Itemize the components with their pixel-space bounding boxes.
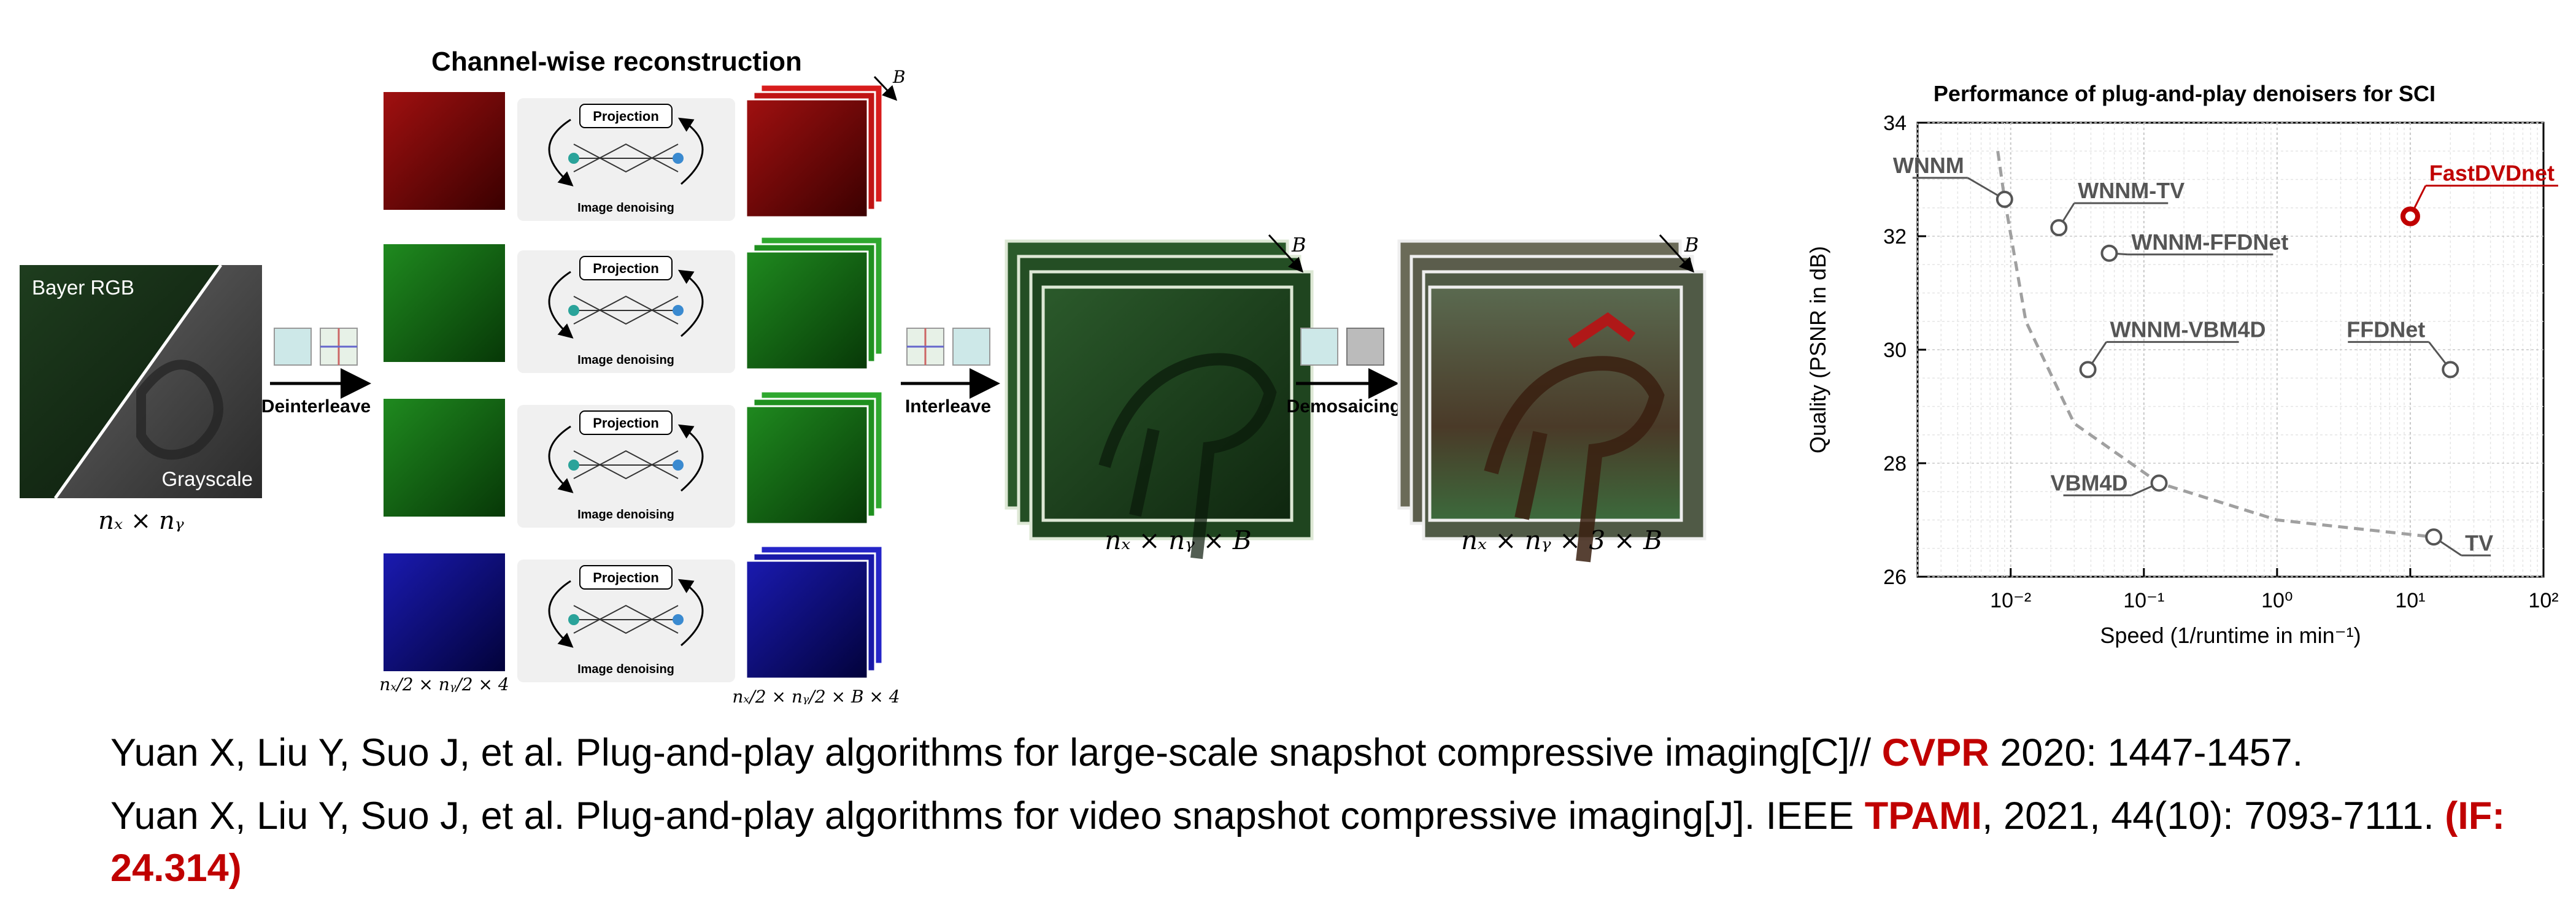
point-label: VBM4D [2050, 470, 2127, 495]
references: Yuan X, Liu Y, Suo J, et al. Plug-and-pl… [110, 727, 2559, 906]
x-tick-label: 10⁻¹ [2123, 589, 2164, 612]
input-measurement: Bayer RGB Grayscale [20, 264, 262, 499]
x-tick-label: 10² [2528, 589, 2558, 612]
x-axis-label: Speed (1/runtime in min⁻¹) [2100, 623, 2361, 648]
point-label: TV [2465, 530, 2493, 555]
point-label: WNNM-FFDNet [2131, 229, 2288, 255]
y-axis-label: Quality (PSNR in dB) [1805, 246, 1830, 453]
y-tick-label: 30 [1883, 339, 1907, 362]
b-label: B [1684, 233, 1699, 256]
venue-cvpr: CVPR [1881, 731, 1989, 774]
data-point [2050, 219, 2068, 237]
projection-label: Projection [593, 109, 659, 124]
y-tick-label: 26 [1883, 566, 1907, 589]
data-point [2079, 361, 2097, 379]
data-point [1996, 190, 2013, 208]
point-label: FastDVDnet [2429, 161, 2555, 186]
projection-label: Projection [593, 415, 659, 431]
demosaicing-icon [1300, 328, 1384, 366]
impact-factor: (IF: 24.314) [110, 795, 2505, 890]
channel-row-blue: Projection Image denoising [384, 545, 884, 682]
denoise-label: Image denoising [577, 663, 674, 676]
y-tick-label: 34 [1883, 112, 1907, 135]
denoise-label: Image denoising [577, 508, 674, 522]
performance-chart: Performance of plug-and-play denoisers f… [1805, 81, 2559, 648]
channel-row-green-2: Projection Image denoising [384, 390, 884, 528]
reference-text: Yuan X, Liu Y, Suo J, et al. Plug-and-pl… [110, 795, 1865, 837]
venue-tpami: TPAMI [1864, 795, 1983, 837]
reference-2: Yuan X, Liu Y, Suo J, et al. Plug-and-pl… [110, 790, 2559, 895]
interleave-icon [906, 328, 990, 366]
grayscale-label: Grayscale [161, 468, 253, 490]
x-tick-label: 10⁰ [2261, 589, 2293, 612]
rgb-video-stack [1397, 239, 1706, 563]
data-point [2400, 206, 2420, 226]
x-tick-label: 10¹ [2395, 589, 2425, 612]
mosaic-video-stack [1005, 239, 1314, 560]
y-tick-label: 28 [1883, 452, 1907, 475]
demosaicing-label: Demosaicing [1287, 396, 1402, 417]
stage-title: Channel-wise reconstruction [431, 47, 802, 77]
chart-title: Performance of plug-and-play denoisers f… [1934, 81, 2435, 106]
mosaic-dim-label: nₓ × nᵧ × B [1105, 525, 1251, 555]
reference-text: Yuan X, Liu Y, Suo J, et al. Plug-and-pl… [110, 731, 1882, 774]
y-tick-label: 32 [1883, 225, 1907, 248]
denoise-label: Image denoising [577, 201, 674, 215]
reference-text: , 2021, 44(10): 7093-7111. [1982, 795, 2445, 837]
channel-dim-out: nₓ/2 × nᵧ/2 × B × 4 [732, 687, 900, 707]
projection-label: Projection [593, 570, 659, 585]
b-label: B [892, 67, 906, 87]
bayer-rgb-label: Bayer RGB [32, 276, 134, 299]
data-point [2150, 474, 2168, 492]
point-label: FFDNet [2347, 317, 2425, 342]
projection-label: Projection [593, 261, 659, 276]
point-label: WNNM-VBM4D [2110, 317, 2266, 342]
reference-text: 2020: 1447-1457. [1989, 731, 2304, 774]
input-dim-label: nₓ × nᵧ [98, 507, 184, 535]
channel-row-red: Projection Image denoising B [384, 67, 906, 221]
channel-row-green-1: Projection Image denoising [384, 236, 884, 373]
deinterleave-icon [274, 328, 358, 366]
reference-1: Yuan X, Liu Y, Suo J, et al. Plug-and-pl… [110, 727, 2559, 779]
data-point [2442, 361, 2459, 379]
denoise-label: Image denoising [577, 353, 674, 367]
rgb-dim-label: nₓ × nᵧ × 3 × B [1461, 525, 1662, 555]
point-label: WNNM-TV [2078, 178, 2185, 203]
b-label: B [1291, 233, 1306, 256]
point-label: WNNM [1893, 153, 1964, 178]
deinterleave-label: Deinterleave [261, 396, 371, 417]
data-point [2425, 528, 2443, 546]
channel-dim-in: nₓ/2 × nᵧ/2 × 4 [379, 674, 509, 695]
x-tick-label: 10⁻² [1990, 589, 2031, 612]
interleave-label: Interleave [905, 396, 991, 417]
data-point [2100, 244, 2118, 262]
